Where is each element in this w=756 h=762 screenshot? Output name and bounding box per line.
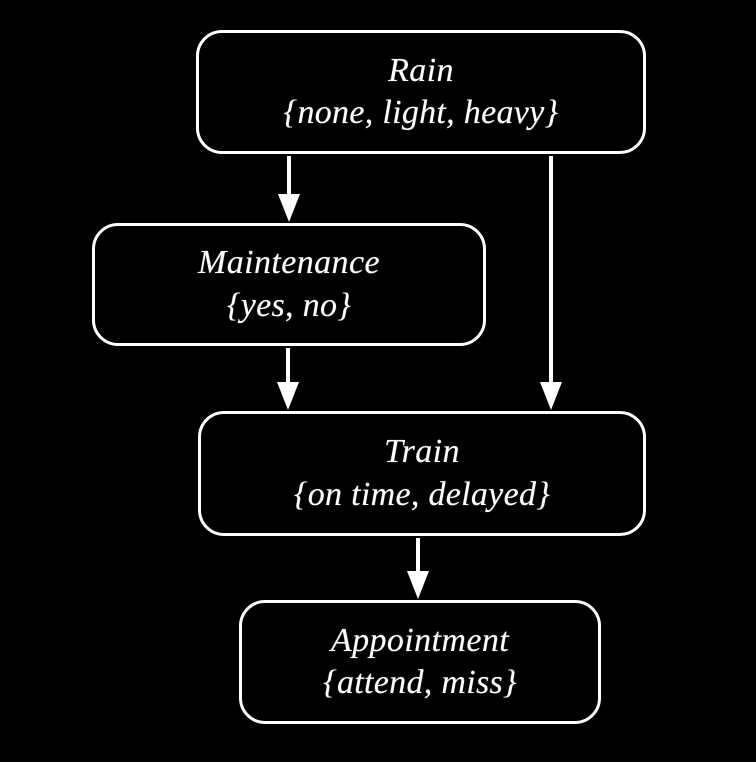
- node-appointment-states: {attend, miss}: [323, 664, 517, 701]
- node-maintenance[interactable]: Maintenance {yes, no}: [92, 223, 486, 346]
- node-rain-states: {none, light, heavy}: [283, 94, 559, 131]
- node-rain[interactable]: Rain {none, light, heavy}: [196, 30, 646, 154]
- edge-maintenance-to-train: [277, 348, 299, 410]
- edge-rain-to-train: [540, 156, 562, 410]
- node-appointment-label: Appointment: [330, 621, 510, 659]
- node-rain-label: Rain: [388, 51, 454, 89]
- edge-train-to-appointment: [407, 538, 429, 599]
- node-train-states: {on time, delayed}: [293, 475, 551, 513]
- node-train-label: Train: [384, 433, 460, 471]
- node-maintenance-states: {yes, no}: [226, 286, 352, 324]
- edge-rain-to-maintenance: [278, 156, 300, 222]
- node-train[interactable]: Train {on time, delayed}: [198, 411, 646, 536]
- node-maintenance-label: Maintenance: [198, 244, 380, 282]
- node-appointment[interactable]: Appointment {attend, miss}: [239, 600, 601, 724]
